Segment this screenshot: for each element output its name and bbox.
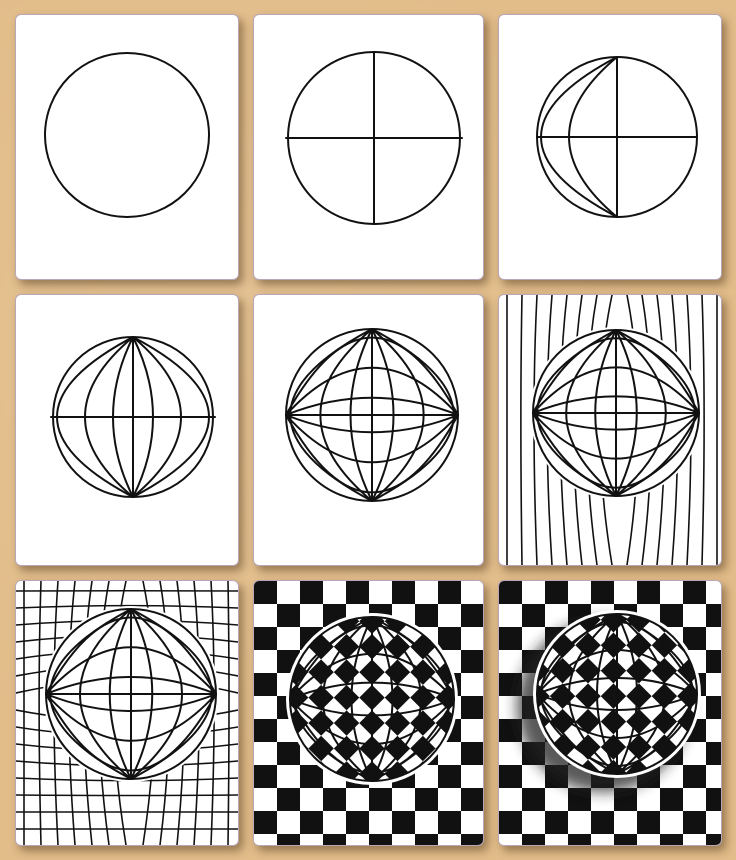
meridian-arc <box>132 336 154 498</box>
latitude-arc <box>289 698 455 774</box>
latitude-arc <box>45 646 217 695</box>
latitude-arc <box>45 693 217 742</box>
step-6-drawing <box>506 295 719 565</box>
background-vertical-line <box>227 581 230 845</box>
meridian-arc <box>540 56 618 218</box>
meridian-arc <box>132 336 182 498</box>
latitude-arc <box>289 698 455 745</box>
latitude-arc <box>289 624 455 700</box>
latitude-arc <box>536 677 698 695</box>
meridian-arc <box>616 613 666 775</box>
latitude-arc <box>536 621 698 695</box>
step-7-panel <box>15 580 239 846</box>
background-vertical-line <box>520 295 523 565</box>
latitude-arc <box>532 395 700 414</box>
latitude-arc <box>285 396 459 416</box>
meridian-arc <box>371 616 394 782</box>
step-1-panel <box>15 14 239 280</box>
step-8-drawing <box>254 581 483 845</box>
step-9-drawing <box>499 581 721 845</box>
step-3-drawing <box>536 56 698 218</box>
latitude-arc <box>289 681 455 700</box>
meridian-arc <box>56 336 134 498</box>
latitude-arc <box>532 412 700 489</box>
latitude-arc <box>536 693 698 739</box>
background-vertical-line <box>38 581 42 845</box>
latitude-arc <box>532 366 700 414</box>
latitude-arc <box>289 653 455 700</box>
step-3-panel <box>498 14 722 280</box>
latitude-arc <box>45 693 217 772</box>
latitude-arc <box>532 337 700 414</box>
latitude-arc <box>532 412 700 460</box>
latitude-arc <box>536 693 698 767</box>
step-2-drawing <box>285 51 463 225</box>
meridian-arc <box>568 56 618 218</box>
step-6-panel <box>498 294 722 566</box>
latitude-arc <box>536 693 698 711</box>
latitude-arc <box>532 412 700 431</box>
step-9-panel <box>498 580 722 846</box>
latitude-arc <box>45 616 217 695</box>
meridian-arc <box>371 616 423 782</box>
latitude-arc <box>285 336 459 416</box>
step-2-panel <box>253 14 484 280</box>
step-7-drawing <box>16 581 238 845</box>
meridian-arc <box>112 336 134 498</box>
sphere-outline <box>44 52 210 218</box>
step-1-drawing <box>44 52 210 218</box>
step-8-panel <box>253 580 484 846</box>
meridian-arc <box>568 613 618 775</box>
latitude-arc <box>285 414 459 434</box>
background-horizontal-line <box>16 794 238 797</box>
step-5-drawing <box>285 328 459 502</box>
latitude-arc <box>285 414 459 464</box>
latitude-arc <box>45 693 217 712</box>
step-5-panel <box>253 294 484 566</box>
step-4-panel <box>15 294 239 566</box>
meridian-arc <box>132 336 210 498</box>
meridian-arc <box>84 336 134 498</box>
meridian-arc <box>616 613 638 775</box>
latitude-arc <box>45 676 217 695</box>
background-vertical-line <box>701 295 705 565</box>
meridian-arc <box>596 613 618 775</box>
meridian-arc <box>350 616 373 782</box>
meridian-arc <box>321 616 373 782</box>
latitude-arc <box>536 649 698 695</box>
latitude-arc <box>285 414 459 494</box>
latitude-arc <box>285 366 459 416</box>
step-4-drawing <box>50 336 216 498</box>
latitude-arc <box>289 698 455 717</box>
background-horizontal-line <box>16 604 238 609</box>
